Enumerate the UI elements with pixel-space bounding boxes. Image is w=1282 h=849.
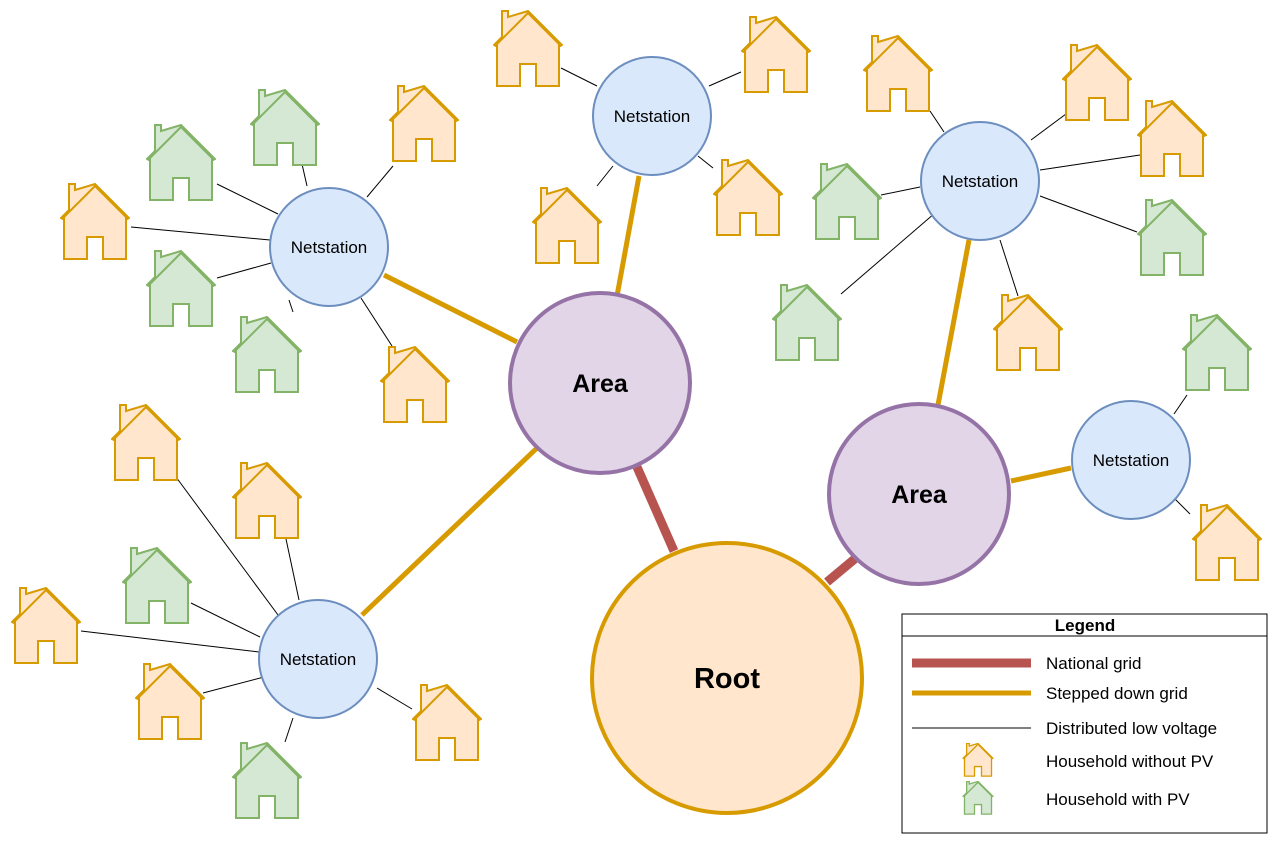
house-pv-icon xyxy=(812,163,882,240)
legend-low-voltage-label: Distributed low voltage xyxy=(1046,719,1217,738)
low-voltage-line xyxy=(929,110,945,133)
area-node xyxy=(508,291,692,475)
legend-national-grid-label: National grid xyxy=(1046,654,1141,673)
house-icon xyxy=(111,404,181,481)
low-voltage-line xyxy=(175,476,282,620)
area-node xyxy=(827,402,1011,586)
low-voltage-line xyxy=(80,630,260,653)
stepped-down-grid-line xyxy=(360,445,540,617)
low-voltage-line xyxy=(202,676,265,694)
low-voltage-line xyxy=(1173,394,1188,415)
low-voltage-line xyxy=(376,687,413,710)
low-voltage-line xyxy=(999,239,1019,297)
netstation-node xyxy=(1071,400,1191,520)
house-icon xyxy=(713,159,783,236)
house-icon xyxy=(232,462,302,539)
low-voltage-line xyxy=(285,538,300,601)
low-voltage-line xyxy=(288,299,294,313)
house-icon xyxy=(1062,44,1132,121)
national-grid-line xyxy=(632,465,679,553)
low-voltage-line xyxy=(697,155,714,169)
house-icon xyxy=(135,663,205,740)
netstation-label: Netstation xyxy=(614,107,691,126)
house-icon xyxy=(863,35,933,112)
house-pv-icon xyxy=(1182,314,1252,391)
low-voltage-lines xyxy=(80,67,1191,743)
low-voltage-line xyxy=(1039,195,1138,233)
house-pv-icon xyxy=(122,547,192,624)
stepped-down-grid-line xyxy=(1010,465,1072,484)
stepped-down-grid-line xyxy=(614,175,642,297)
house-icon xyxy=(1137,100,1207,177)
house-pv-icon xyxy=(232,742,302,819)
root-label: Root xyxy=(694,663,760,695)
netstation-label: Netstation xyxy=(1093,451,1170,470)
house-pv-icon xyxy=(232,316,302,393)
netstation-node xyxy=(269,187,389,307)
low-voltage-line xyxy=(708,71,742,87)
netstation-node xyxy=(592,56,712,176)
area-label: Area xyxy=(891,481,948,509)
low-voltage-line xyxy=(840,212,936,295)
legend-stepped-down-grid-label: Stepped down grid xyxy=(1046,684,1188,703)
legend-household-with-pv-label: Household with PV xyxy=(1046,790,1190,809)
area-label: Area xyxy=(572,370,629,398)
legend-title: Legend xyxy=(1055,616,1115,635)
legend-household-without-pv-label: Household without PV xyxy=(1046,752,1214,771)
national-grid-lines xyxy=(632,465,860,586)
house-icon xyxy=(993,294,1063,371)
house-pv-icon xyxy=(146,250,216,327)
low-voltage-line xyxy=(130,226,271,241)
house-icon xyxy=(60,183,130,260)
low-voltage-line xyxy=(880,186,921,196)
house-icon xyxy=(380,346,450,423)
stepped-down-grid-line xyxy=(382,272,519,345)
house-icon xyxy=(389,85,459,162)
low-voltage-line xyxy=(596,165,614,187)
root-node xyxy=(590,541,864,815)
house-icon xyxy=(741,16,811,93)
nodes: RootAreaAreaNetstationNetstationNetstati… xyxy=(258,56,1191,815)
low-voltage-line xyxy=(216,183,279,215)
house-pv-icon xyxy=(772,284,842,361)
low-voltage-line xyxy=(1030,110,1071,141)
netstation-node xyxy=(258,599,378,719)
low-voltage-line xyxy=(360,297,393,347)
low-voltage-line xyxy=(216,262,272,279)
house-pv-icon xyxy=(146,124,216,201)
house-icon xyxy=(532,187,602,264)
low-voltage-line xyxy=(366,165,394,198)
netstation-label: Netstation xyxy=(280,650,357,669)
low-voltage-line xyxy=(301,163,308,187)
national-grid-line xyxy=(824,553,860,586)
stepped-down-grid-line xyxy=(935,239,972,406)
house-icon xyxy=(1192,504,1262,581)
house-icon xyxy=(493,10,563,87)
low-voltage-line xyxy=(1174,498,1191,515)
house-icon xyxy=(11,587,81,664)
house-pv-icon xyxy=(1137,199,1207,276)
netstation-node xyxy=(920,121,1040,241)
netstation-label: Netstation xyxy=(942,172,1019,191)
low-voltage-line xyxy=(190,602,261,638)
house-icon xyxy=(412,684,482,761)
low-voltage-line xyxy=(284,717,294,743)
low-voltage-line xyxy=(1039,154,1141,171)
house-pv-icon xyxy=(250,89,320,166)
low-voltage-line xyxy=(560,67,598,87)
netstation-label: Netstation xyxy=(291,238,368,257)
legend: Legend National grid Stepped down grid D… xyxy=(901,613,1268,834)
stepped-down-grid-lines xyxy=(360,175,1072,617)
